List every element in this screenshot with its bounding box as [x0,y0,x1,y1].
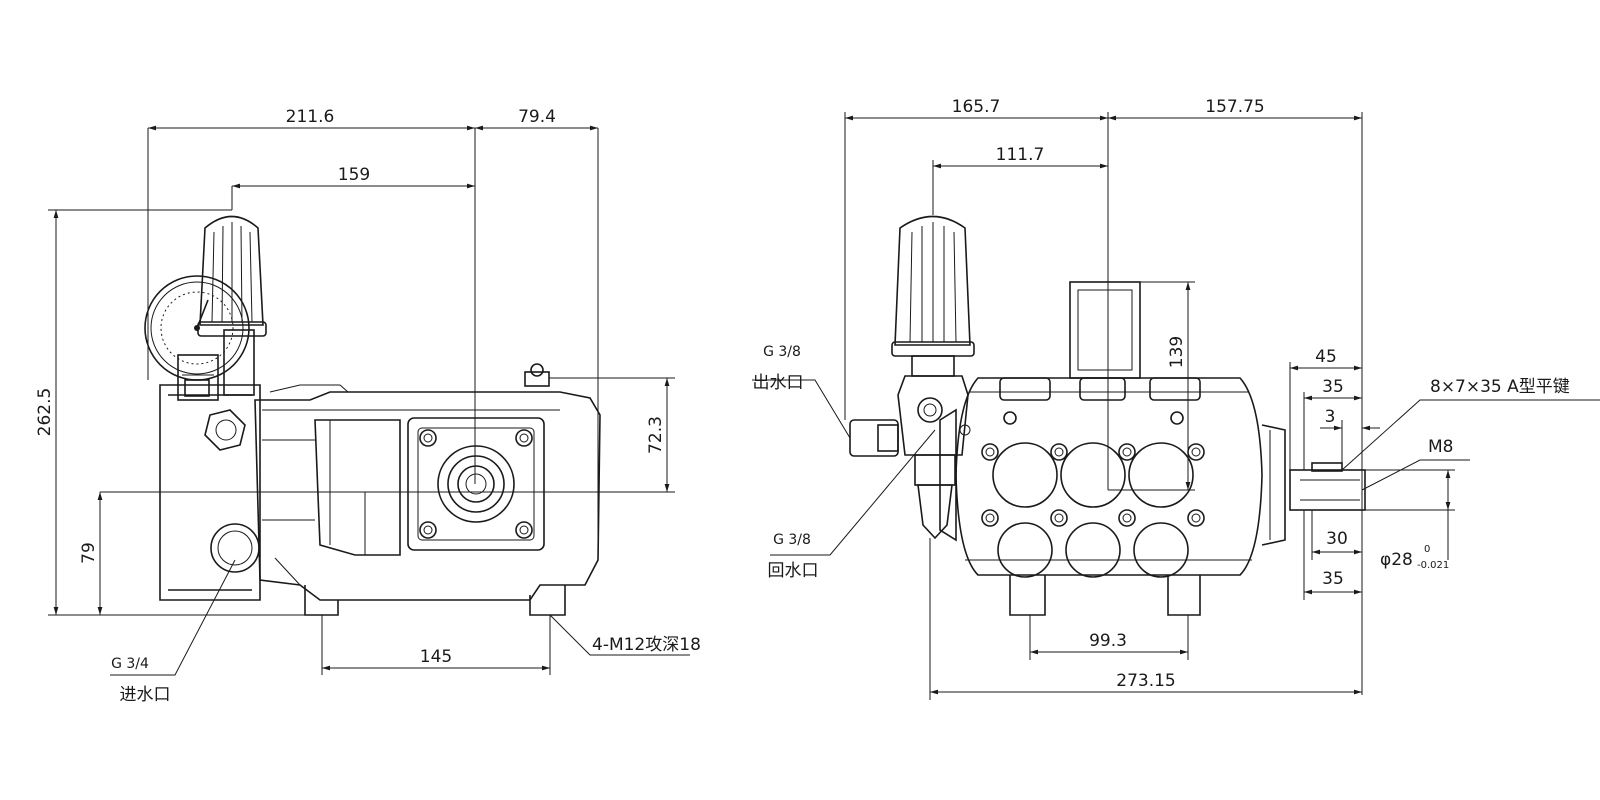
return-thread-label: G 3/8 [773,532,811,548]
outlet-name-label: 出水口 [753,373,804,393]
dim-159: 159 [338,165,370,185]
dim-72-3: 72.3 [646,416,666,454]
dim-45: 45 [1315,347,1337,367]
right-dimensions [752,112,1600,700]
dim-262-5: 262.5 [35,388,55,437]
inlet-thread-label: G 3/4 [111,656,149,672]
dim-35-bottom: 35 [1322,569,1344,589]
left-view: 211.6 79.4 159 262.5 72.3 79 145 4-M12攻深… [35,107,701,705]
dim-145: 145 [420,647,452,667]
outlet-thread-label: G 3/8 [763,344,801,360]
pressure-gauge-icon [144,275,250,397]
dim-99-3: 99.3 [1089,631,1127,651]
tol-lower: -0.021 [1417,560,1449,571]
dim-phi28: φ28 [1380,550,1413,570]
left-dimension-texts: 211.6 79.4 159 262.5 72.3 79 145 4-M12攻深… [35,107,701,705]
dim-3: 3 [1325,407,1336,427]
dim-35-top: 35 [1322,377,1344,397]
return-name-label: 回水口 [768,561,819,581]
key-spec-label: 8×7×35 A型平键 [1430,377,1570,397]
dim-79: 79 [79,542,99,564]
dim-30: 30 [1326,529,1348,549]
mount-holes-label: 4-M12攻深18 [592,635,701,655]
dim-79-4: 79.4 [518,107,556,127]
right-pump-body [939,281,1366,616]
dim-139: 139 [1167,336,1187,368]
left-dimensions [48,125,690,676]
dim-211-6: 211.6 [286,107,335,127]
right-dimension-texts: 165.7 157.75 111.7 139 99.3 273.15 45 35… [753,97,1570,691]
left-pump-body [159,329,601,616]
left-regulator-knob [197,215,267,337]
inlet-name-label: 进水口 [120,685,171,705]
dim-165-7: 165.7 [952,97,1001,117]
thread-m8-label: M8 [1428,437,1453,457]
dim-111-7: 111.7 [996,145,1045,165]
dim-157-75: 157.75 [1205,97,1264,117]
dim-273-15: 273.15 [1116,671,1175,691]
right-view: 165.7 157.75 111.7 139 99.3 273.15 45 35… [752,97,1600,700]
tol-upper: 0 [1424,544,1430,555]
